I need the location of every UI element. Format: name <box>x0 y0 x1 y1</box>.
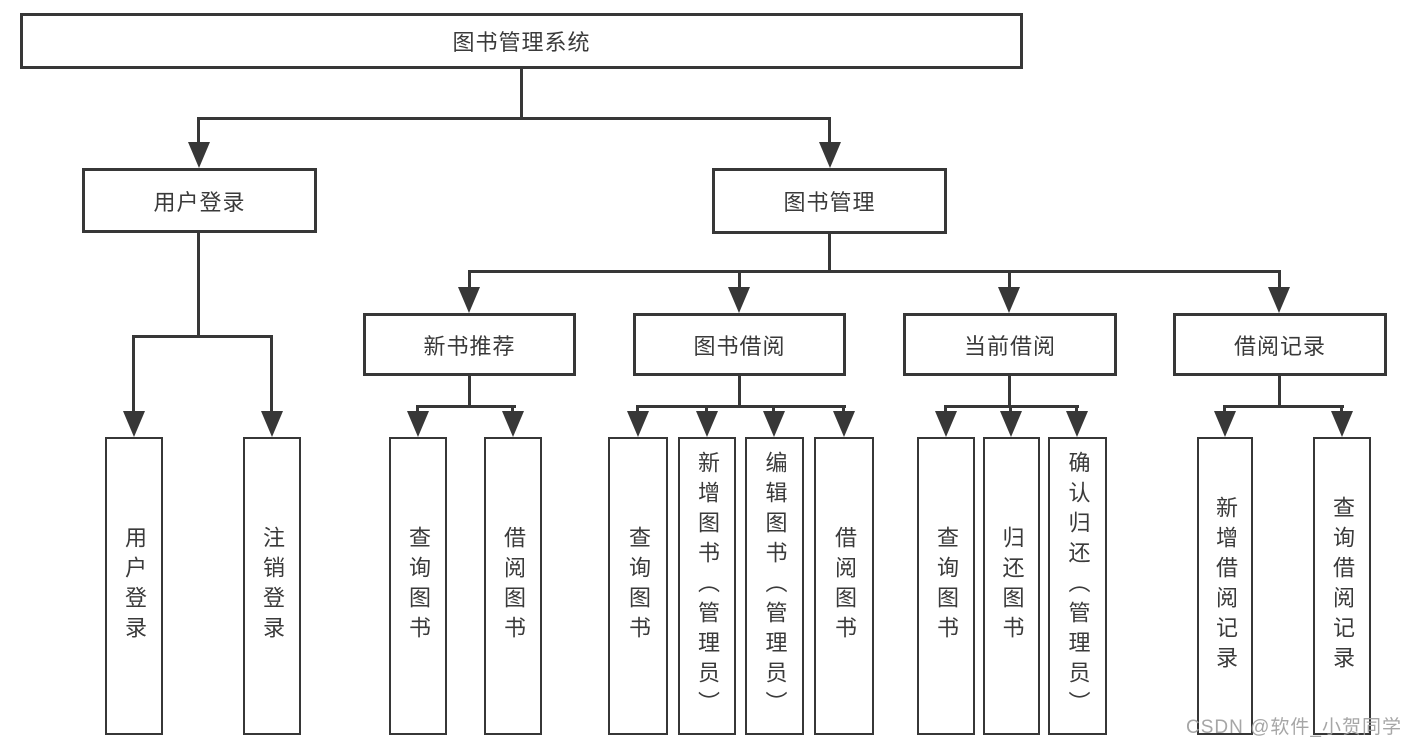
leaf-borrow-books: 借阅图书 <box>814 437 874 735</box>
connector-line <box>1223 405 1344 408</box>
node-borrow-records: 借阅记录 <box>1173 313 1387 376</box>
arrow-down-icon <box>1268 287 1290 313</box>
arrow-down-icon <box>998 287 1020 313</box>
leaf-return-book-label: 归还图书 <box>999 526 1025 646</box>
leaf-add-book-admin-label: 新增图书（管理员） <box>695 451 720 721</box>
leaf-confirm-return-admin: 确认归还（管理员） <box>1048 437 1107 735</box>
arrow-down-icon <box>696 411 718 437</box>
connector-line <box>772 405 775 414</box>
leaf-borrow-books-label: 借阅图书 <box>832 526 857 646</box>
leaf-logout: 注销登录 <box>243 437 301 735</box>
node-system-root: 图书管理系统 <box>20 13 1023 69</box>
leaf-borrow-books-recommend: 借阅图书 <box>484 437 542 735</box>
connector-line <box>197 117 831 120</box>
node-new-book-recommend: 新书推荐 <box>363 313 576 376</box>
connector-line <box>1223 405 1226 414</box>
connector-line <box>270 335 273 413</box>
arrow-down-icon <box>935 411 957 437</box>
arrow-down-icon <box>188 142 210 168</box>
node-book-management-label: 图书管理 <box>783 190 876 215</box>
leaf-query-borrow-record: 查询借阅记录 <box>1313 437 1371 735</box>
arrow-down-icon <box>407 411 429 437</box>
leaf-borrow-books-recommend-label: 借阅图书 <box>501 526 526 646</box>
leaf-edit-book-admin: 编辑图书（管理员） <box>745 437 804 735</box>
node-current-borrowing-label: 当前借阅 <box>963 333 1056 359</box>
leaf-user-login: 用户登录 <box>105 437 163 735</box>
arrow-down-icon <box>1000 411 1022 437</box>
connector-line <box>636 405 639 414</box>
arrow-down-icon <box>763 411 785 437</box>
arrow-down-icon <box>1331 411 1353 437</box>
connector-line <box>132 335 273 338</box>
connector-line <box>468 270 1281 273</box>
connector-line <box>416 405 516 408</box>
connector-line <box>511 405 514 414</box>
node-system-root-label: 图书管理系统 <box>452 30 591 55</box>
connector-line <box>1009 405 1012 414</box>
arrow-down-icon <box>627 411 649 437</box>
leaf-query-books-current-label: 查询图书 <box>934 526 959 646</box>
arrow-down-icon <box>1214 411 1236 437</box>
connector-line <box>197 233 200 337</box>
node-book-management: 图书管理 <box>712 168 947 234</box>
connector-line <box>1008 270 1011 289</box>
connector-line <box>468 270 471 289</box>
leaf-query-books-current: 查询图书 <box>917 437 975 735</box>
connector-line <box>828 234 831 272</box>
node-new-book-recommend-label: 新书推荐 <box>423 333 516 359</box>
connector-line <box>1008 375 1011 407</box>
leaf-add-borrow-record: 新增借阅记录 <box>1197 437 1253 735</box>
connector-line <box>468 375 471 407</box>
leaf-logout-label: 注销登录 <box>260 526 285 646</box>
arrow-down-icon <box>728 287 750 313</box>
connector-line <box>416 405 419 414</box>
node-user-login: 用户登录 <box>82 168 317 233</box>
leaf-query-books-borrowing: 查询图书 <box>608 437 668 735</box>
leaf-query-books-recommend: 查询图书 <box>389 437 447 735</box>
arrow-down-icon <box>819 142 841 168</box>
node-borrow-records-label: 借阅记录 <box>1233 333 1326 359</box>
connector-line <box>828 117 831 144</box>
arrow-down-icon <box>1066 411 1088 437</box>
leaf-return-book: 归还图书 <box>983 437 1040 735</box>
connector-line <box>944 405 947 414</box>
connector-line <box>738 270 741 289</box>
connector-line <box>197 117 200 144</box>
leaf-edit-book-admin-label: 编辑图书（管理员） <box>762 451 788 721</box>
arrow-down-icon <box>458 287 480 313</box>
connector-line <box>1075 405 1078 414</box>
leaf-confirm-return-admin-label: 确认归还（管理员） <box>1065 451 1091 721</box>
connector-line <box>1278 375 1281 407</box>
connector-line <box>636 405 846 408</box>
node-book-borrowing-label: 图书借阅 <box>693 333 786 359</box>
leaf-query-books-borrowing-label: 查询图书 <box>626 526 651 646</box>
node-user-login-label: 用户登录 <box>153 189 246 215</box>
node-book-borrowing: 图书借阅 <box>633 313 846 376</box>
arrow-down-icon <box>123 411 145 437</box>
leaf-query-books-recommend-label: 查询图书 <box>406 526 431 646</box>
arrow-down-icon <box>502 411 524 437</box>
leaf-user-login-label: 用户登录 <box>122 526 147 646</box>
connector-line <box>520 69 523 117</box>
node-current-borrowing: 当前借阅 <box>903 313 1117 376</box>
connector-line <box>1278 270 1281 289</box>
connector-line <box>1340 405 1343 414</box>
leaf-add-borrow-record-label: 新增借阅记录 <box>1213 496 1238 676</box>
connector-line <box>132 335 135 413</box>
leaf-query-borrow-record-label: 查询借阅记录 <box>1330 496 1355 676</box>
connector-line <box>705 405 708 414</box>
arrow-down-icon <box>833 411 855 437</box>
arrow-down-icon <box>261 411 283 437</box>
watermark-text: CSDN @软件_小贺同学 <box>1186 717 1402 738</box>
leaf-add-book-admin: 新增图书（管理员） <box>678 437 736 735</box>
connector-line <box>738 375 741 407</box>
connector-line <box>842 405 845 414</box>
